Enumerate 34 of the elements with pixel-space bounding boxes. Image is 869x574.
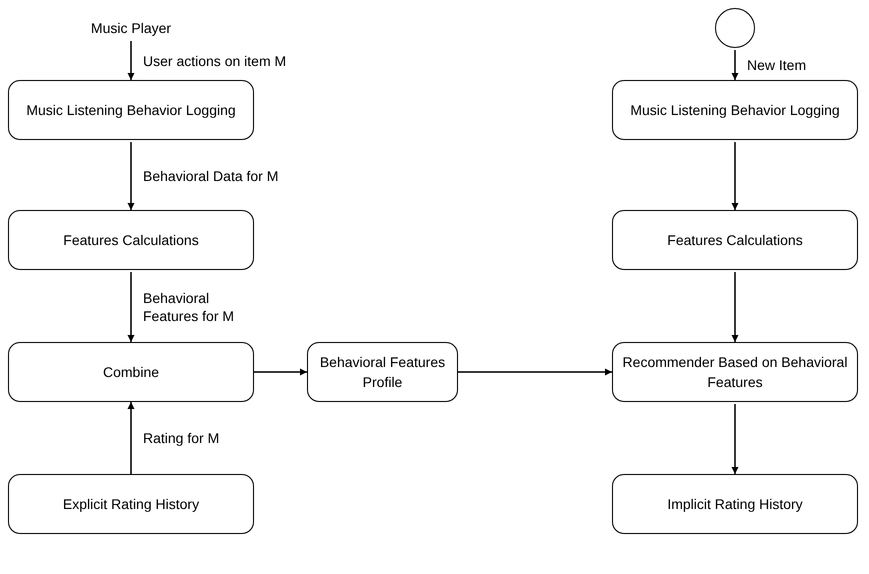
process-box [612, 474, 858, 534]
box-text: Features Calculations [63, 231, 199, 250]
process-box [612, 210, 858, 270]
edge-label: New Item [747, 56, 806, 74]
arrow [254, 368, 307, 376]
arrow [458, 368, 612, 376]
arrow [732, 50, 738, 80]
box-text: Features Calculations [667, 231, 803, 250]
arrow [128, 41, 134, 80]
box-text: Recommender Based on Behavioral Features [622, 353, 848, 392]
process-box [307, 342, 458, 402]
box-text: Implicit Rating History [667, 495, 803, 514]
process-box [612, 80, 858, 140]
source-label: Music Player [66, 17, 196, 39]
edge-label: Behavioral Data for M [143, 167, 278, 185]
process-box [8, 210, 254, 270]
arrow [128, 142, 134, 210]
arrow [128, 402, 134, 474]
process-box [612, 342, 858, 402]
box-text: Combine [102, 363, 160, 382]
arrow [128, 272, 134, 342]
edge-label: User actions on item M [143, 52, 286, 70]
process-box [8, 80, 254, 140]
arrow [732, 404, 738, 474]
box-text: Behavioral Features Profile [318, 353, 446, 392]
process-box [8, 342, 254, 402]
process-box [8, 474, 254, 534]
box-text: Music Listening Behavior Logging [630, 101, 840, 120]
box-text: Explicit Rating History [62, 495, 200, 514]
edge-label: Rating for M [143, 429, 220, 447]
arrow [732, 142, 738, 210]
box-text: Music Listening Behavior Logging [26, 101, 236, 120]
edge-label: Behavioral Features for M [143, 289, 236, 325]
arrow [732, 272, 738, 342]
